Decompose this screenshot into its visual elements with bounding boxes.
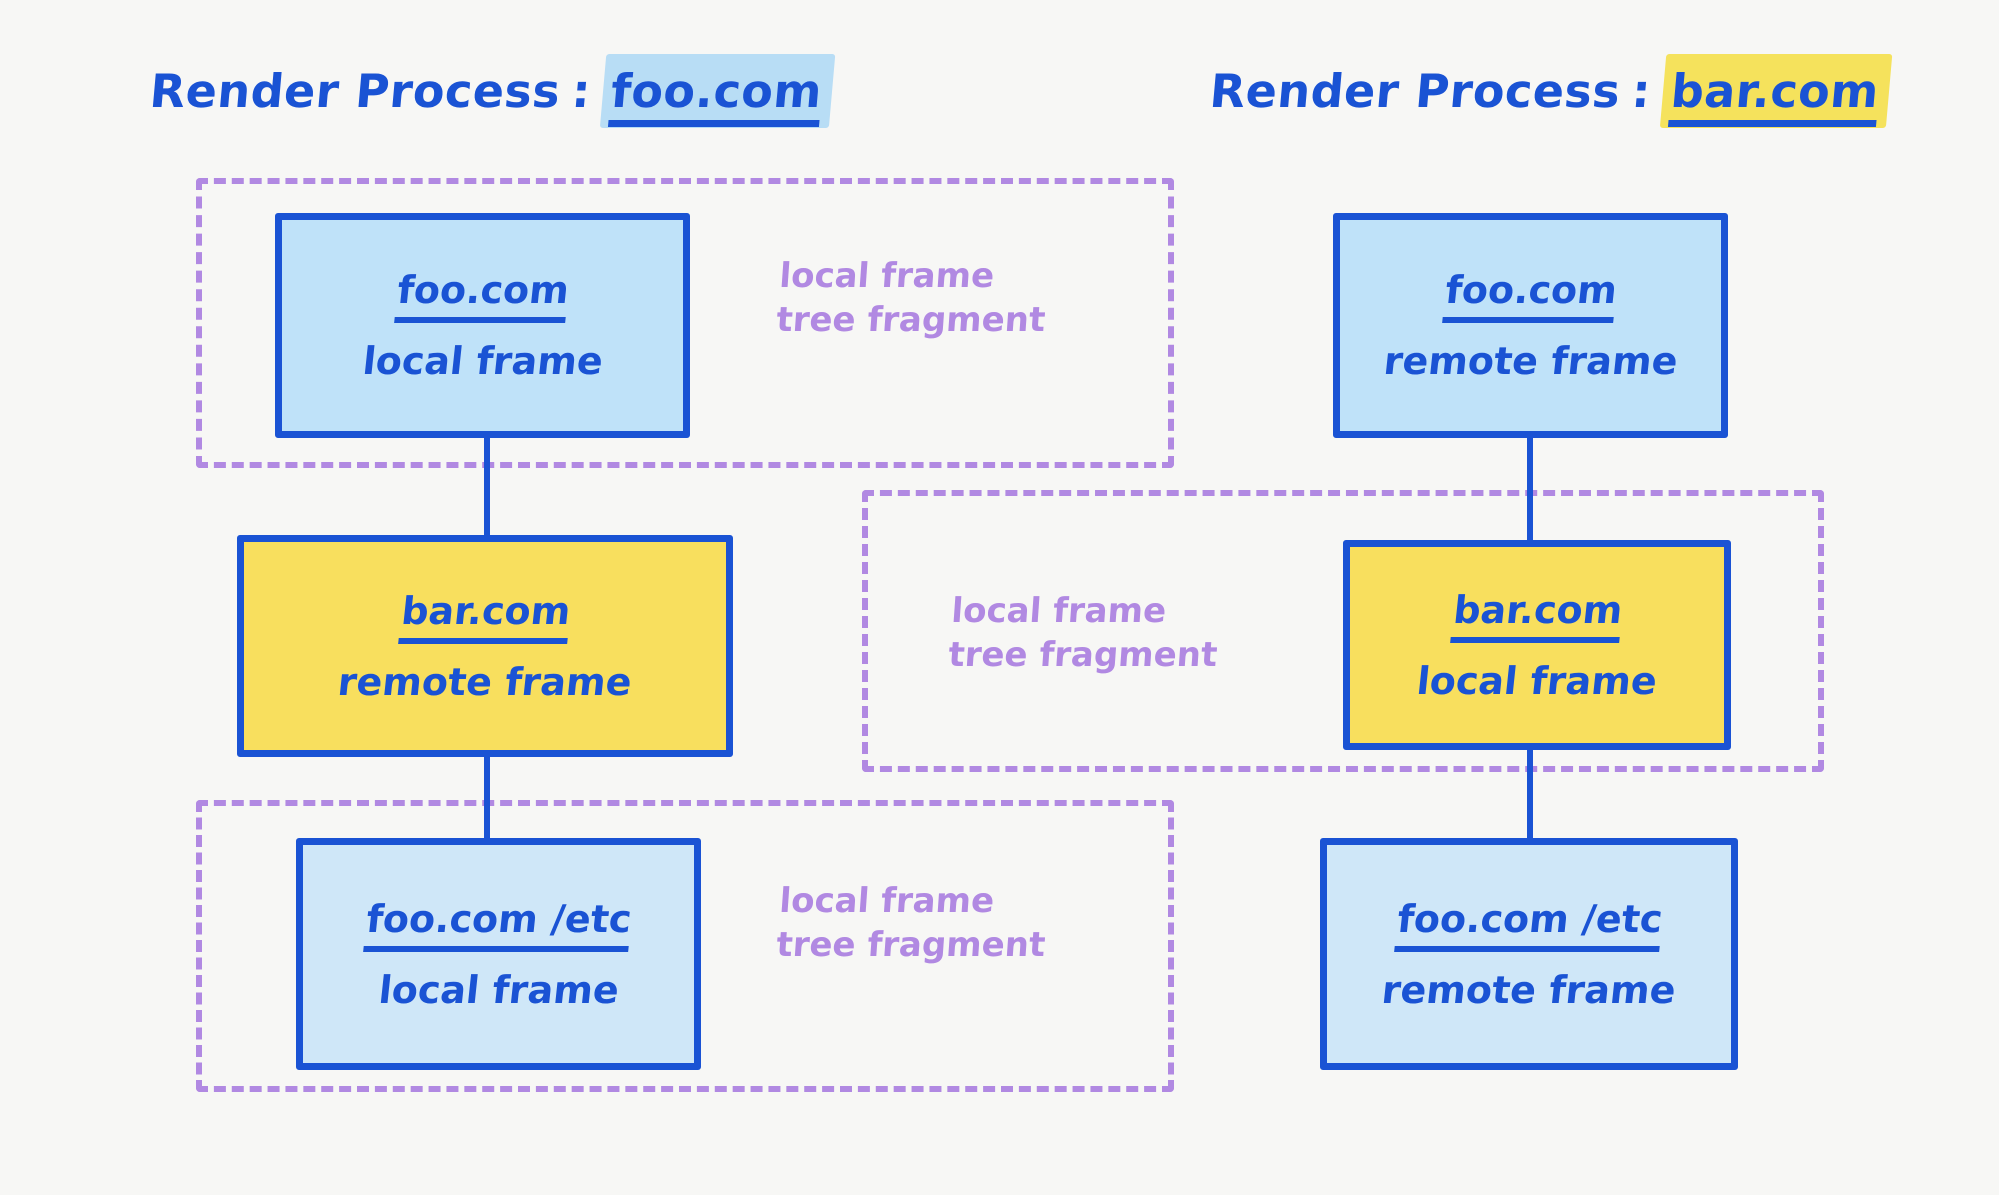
title-origin-text-left: foo.com (608, 64, 825, 127)
frame-origin-right-bar: bar.com (1449, 587, 1625, 643)
render-process-label-left: Render Process (147, 64, 563, 118)
connector-left-bar-to-foo-etc (484, 750, 490, 860)
connector-right-foo-to-bar (1527, 430, 1533, 545)
render-process-label-right: Render Process (1207, 64, 1623, 118)
local-frame-tree-fragment-left-bottom (196, 800, 1174, 1092)
local-frame-tree-fragment-middle (862, 490, 1824, 772)
title-origin-left: foo.com (600, 54, 836, 128)
frame-node-right-foo[interactable]: foo.com remote frame (1333, 213, 1728, 438)
fragment-label-middle: local frame tree fragment (947, 591, 1219, 675)
frame-kind-right-bar: local frame (1414, 658, 1660, 703)
fragment-label-left-top: local frame tree fragment (775, 256, 1047, 340)
frame-origin-left-foo: foo.com (393, 268, 572, 323)
render-process-title-bar: Render Process : bar.com (1207, 54, 1893, 128)
frame-kind-left-foo: local frame (360, 339, 605, 383)
title-origin-right: bar.com (1660, 54, 1893, 128)
frame-node-left-foo-etc[interactable]: foo.com /etc local frame (296, 838, 701, 1070)
connector-right-bar-to-foo-etc (1527, 750, 1533, 865)
frame-kind-right-foo-etc: remote frame (1379, 967, 1679, 1012)
title-colon-right: : (1630, 64, 1654, 118)
frame-kind-left-bar: remote frame (335, 659, 635, 704)
frame-origin-left-bar: bar.com (397, 588, 573, 644)
frame-node-right-bar[interactable]: bar.com local frame (1343, 540, 1731, 750)
title-colon-left: : (570, 64, 594, 118)
local-frame-tree-fragment-left-top (196, 178, 1174, 468)
title-origin-text-right: bar.com (1668, 64, 1882, 127)
frame-origin-left-foo-etc: foo.com /etc (363, 896, 634, 952)
frame-origin-right-foo: foo.com (1441, 268, 1620, 323)
fragment-label-left-bottom: local frame tree fragment (775, 881, 1047, 965)
frame-node-left-foo[interactable]: foo.com local frame (275, 213, 690, 438)
frame-node-right-foo-etc[interactable]: foo.com /etc remote frame (1320, 838, 1738, 1070)
frame-kind-right-foo: remote frame (1381, 339, 1680, 383)
frame-origin-right-foo-etc: foo.com /etc (1393, 896, 1665, 952)
frame-node-left-bar[interactable]: bar.com remote frame (237, 535, 733, 757)
render-process-title-foo: Render Process : foo.com (147, 54, 836, 128)
connector-left-foo-to-bar (484, 430, 490, 540)
frame-kind-left-foo-etc: local frame (376, 967, 621, 1012)
